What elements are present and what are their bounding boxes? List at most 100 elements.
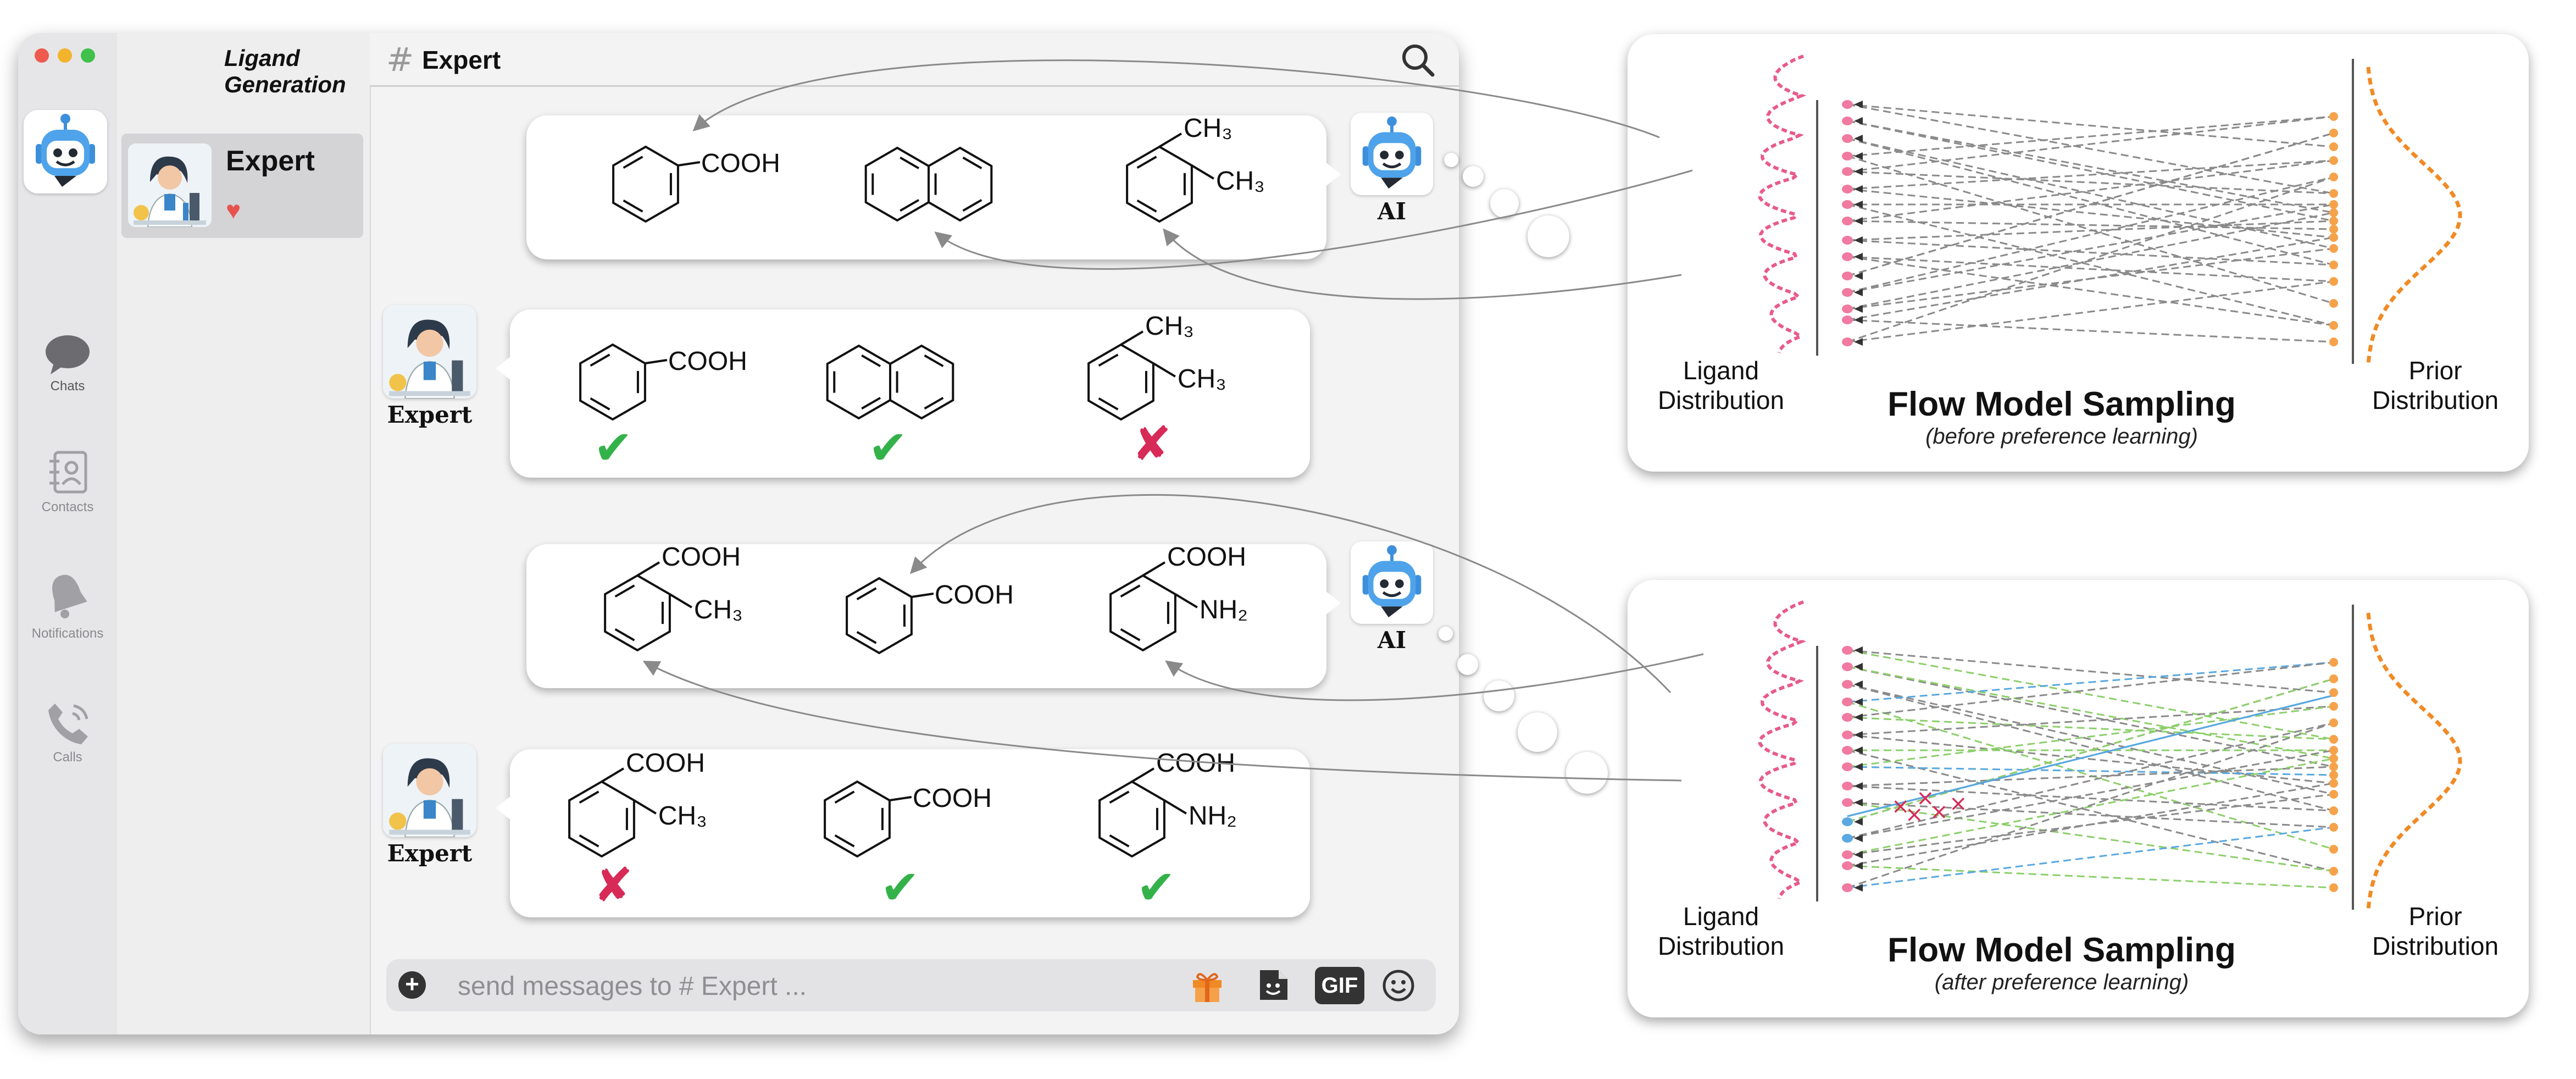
substituent-label: CH₃ <box>694 595 743 624</box>
phone-icon <box>48 704 88 744</box>
sample-path <box>1847 734 2334 784</box>
sample-path <box>1847 115 2334 173</box>
expert-avatar <box>128 143 212 227</box>
scientist-icon <box>128 143 212 227</box>
prior-sample-dot <box>2329 225 2338 234</box>
expert-avatar[interactable] <box>383 305 476 399</box>
sample-path-rejected <box>1847 694 2334 817</box>
ligand-sample-dot <box>1842 167 1853 176</box>
close-window-button[interactable] <box>35 48 49 63</box>
prior-sample-dot <box>2329 244 2338 253</box>
thought-dot <box>1490 189 1519 218</box>
prior-sample-dot <box>2329 129 2338 137</box>
arrow-head <box>1854 117 1863 125</box>
prior-sample-dot <box>2329 200 2338 209</box>
prior-sample-dot <box>2329 189 2338 198</box>
thought-dot <box>1439 627 1453 641</box>
bell-icon <box>52 574 87 618</box>
prior-sample-dot <box>2329 112 2338 121</box>
sample-path <box>1847 649 2334 740</box>
arrow-head <box>1854 236 1863 244</box>
ligand-sample-dot <box>1842 782 1853 790</box>
prior-sample-dot <box>2329 261 2338 269</box>
channel-name: Expert <box>422 46 501 74</box>
gift-icon[interactable] <box>1189 967 1226 1004</box>
sample-path <box>1847 722 2334 839</box>
add-attachment-button[interactable]: + <box>398 971 426 999</box>
arrow-head <box>1854 152 1863 160</box>
sample-path <box>1847 220 2334 241</box>
sample-path <box>1847 176 2334 294</box>
molecule-benzoic-acid: COOH <box>824 780 992 858</box>
emoji-icon[interactable] <box>1380 967 1417 1004</box>
sticker-icon[interactable] <box>1254 967 1292 1004</box>
prior-sample-dot <box>2329 337 2338 346</box>
ligand-sample-dot <box>1842 316 1853 324</box>
substituent-label: COOH <box>701 149 780 178</box>
sample-path <box>1847 176 2334 343</box>
group-selector-label[interactable]: Ligand Generation <box>224 45 346 97</box>
ligand-sample-dot <box>1842 662 1853 671</box>
ligand-sample-dot <box>1842 217 1853 225</box>
rail-item-calls[interactable]: Calls <box>18 698 117 765</box>
molecule-naphthalene <box>864 146 993 222</box>
arrow-head <box>1854 731 1863 739</box>
ligand-sample-dot <box>1842 698 1853 706</box>
ligand-sample-dot <box>1842 305 1853 313</box>
rail-item-notifications[interactable]: Notifications <box>18 569 117 641</box>
flow-diagram <box>1758 54 2462 364</box>
sample-path <box>1847 757 2334 856</box>
ligand-sample-dot <box>1842 200 1853 209</box>
prior-sample-dot <box>2329 277 2338 286</box>
prior-sample-dot <box>2329 688 2338 697</box>
minimize-window-button[interactable] <box>58 48 72 63</box>
ligand-sample-dot <box>1842 861 1853 870</box>
prior-sample-dot <box>2329 233 2338 242</box>
message-input-bar[interactable]: + send messages to # Expert ... GIF <box>386 959 1436 1011</box>
sample-path <box>1847 749 2334 872</box>
check-icon: ✔ <box>1136 860 1176 915</box>
substituent-label: COOH <box>913 784 992 813</box>
cross-icon: ✘ <box>1132 417 1172 472</box>
panel-subtitle: (after preference learning) <box>1934 970 2189 994</box>
rail-item-chats[interactable]: Chats <box>18 333 117 394</box>
maximize-window-button[interactable] <box>81 48 95 63</box>
ligand-sample-dot <box>1842 817 1853 826</box>
sample-path <box>1847 705 2334 736</box>
sample-path <box>1847 766 2334 776</box>
gif-button[interactable]: GIF <box>1315 967 1364 1004</box>
check-icon: ✔ <box>880 860 920 915</box>
substituent-label: COOH <box>668 347 747 376</box>
sample-path <box>1847 203 2334 294</box>
ligand-distribution-curve <box>1758 600 1807 899</box>
bot-avatar[interactable] <box>24 110 107 193</box>
arrow-head <box>1854 782 1863 790</box>
sender-label: Expert <box>387 401 473 428</box>
substituent-label: CH₃ <box>1184 114 1233 143</box>
expert-avatar[interactable] <box>383 744 476 837</box>
prior-sample-dot <box>2329 771 2338 779</box>
contact-list: Ligand Generation ⌄ Expert ♥ <box>117 33 456 1034</box>
sample-path <box>1847 722 2334 889</box>
contact-item-expert[interactable]: Expert ♥ <box>121 134 363 238</box>
sample-path <box>1847 766 2334 787</box>
prior-sample-dot <box>2329 173 2338 181</box>
substituent-label: CH₃ <box>1145 312 1194 341</box>
rail-item-label: Chats <box>50 379 85 394</box>
ligand-sample-dot <box>1842 288 1853 297</box>
substituent-label: NH₂ <box>1200 595 1248 624</box>
prior-sample-dot <box>2329 702 2338 711</box>
sample-path <box>1847 115 2334 157</box>
sample-path <box>1847 666 2334 760</box>
message-input[interactable]: send messages to # Expert ... <box>458 972 807 1001</box>
rail-item-contacts[interactable]: Contacts <box>18 448 117 515</box>
arrow-head <box>1854 799 1863 806</box>
prior-sample-dot <box>2329 735 2338 744</box>
message-expert-1 <box>496 309 1310 478</box>
substituent-label: CH₃ <box>658 801 707 831</box>
